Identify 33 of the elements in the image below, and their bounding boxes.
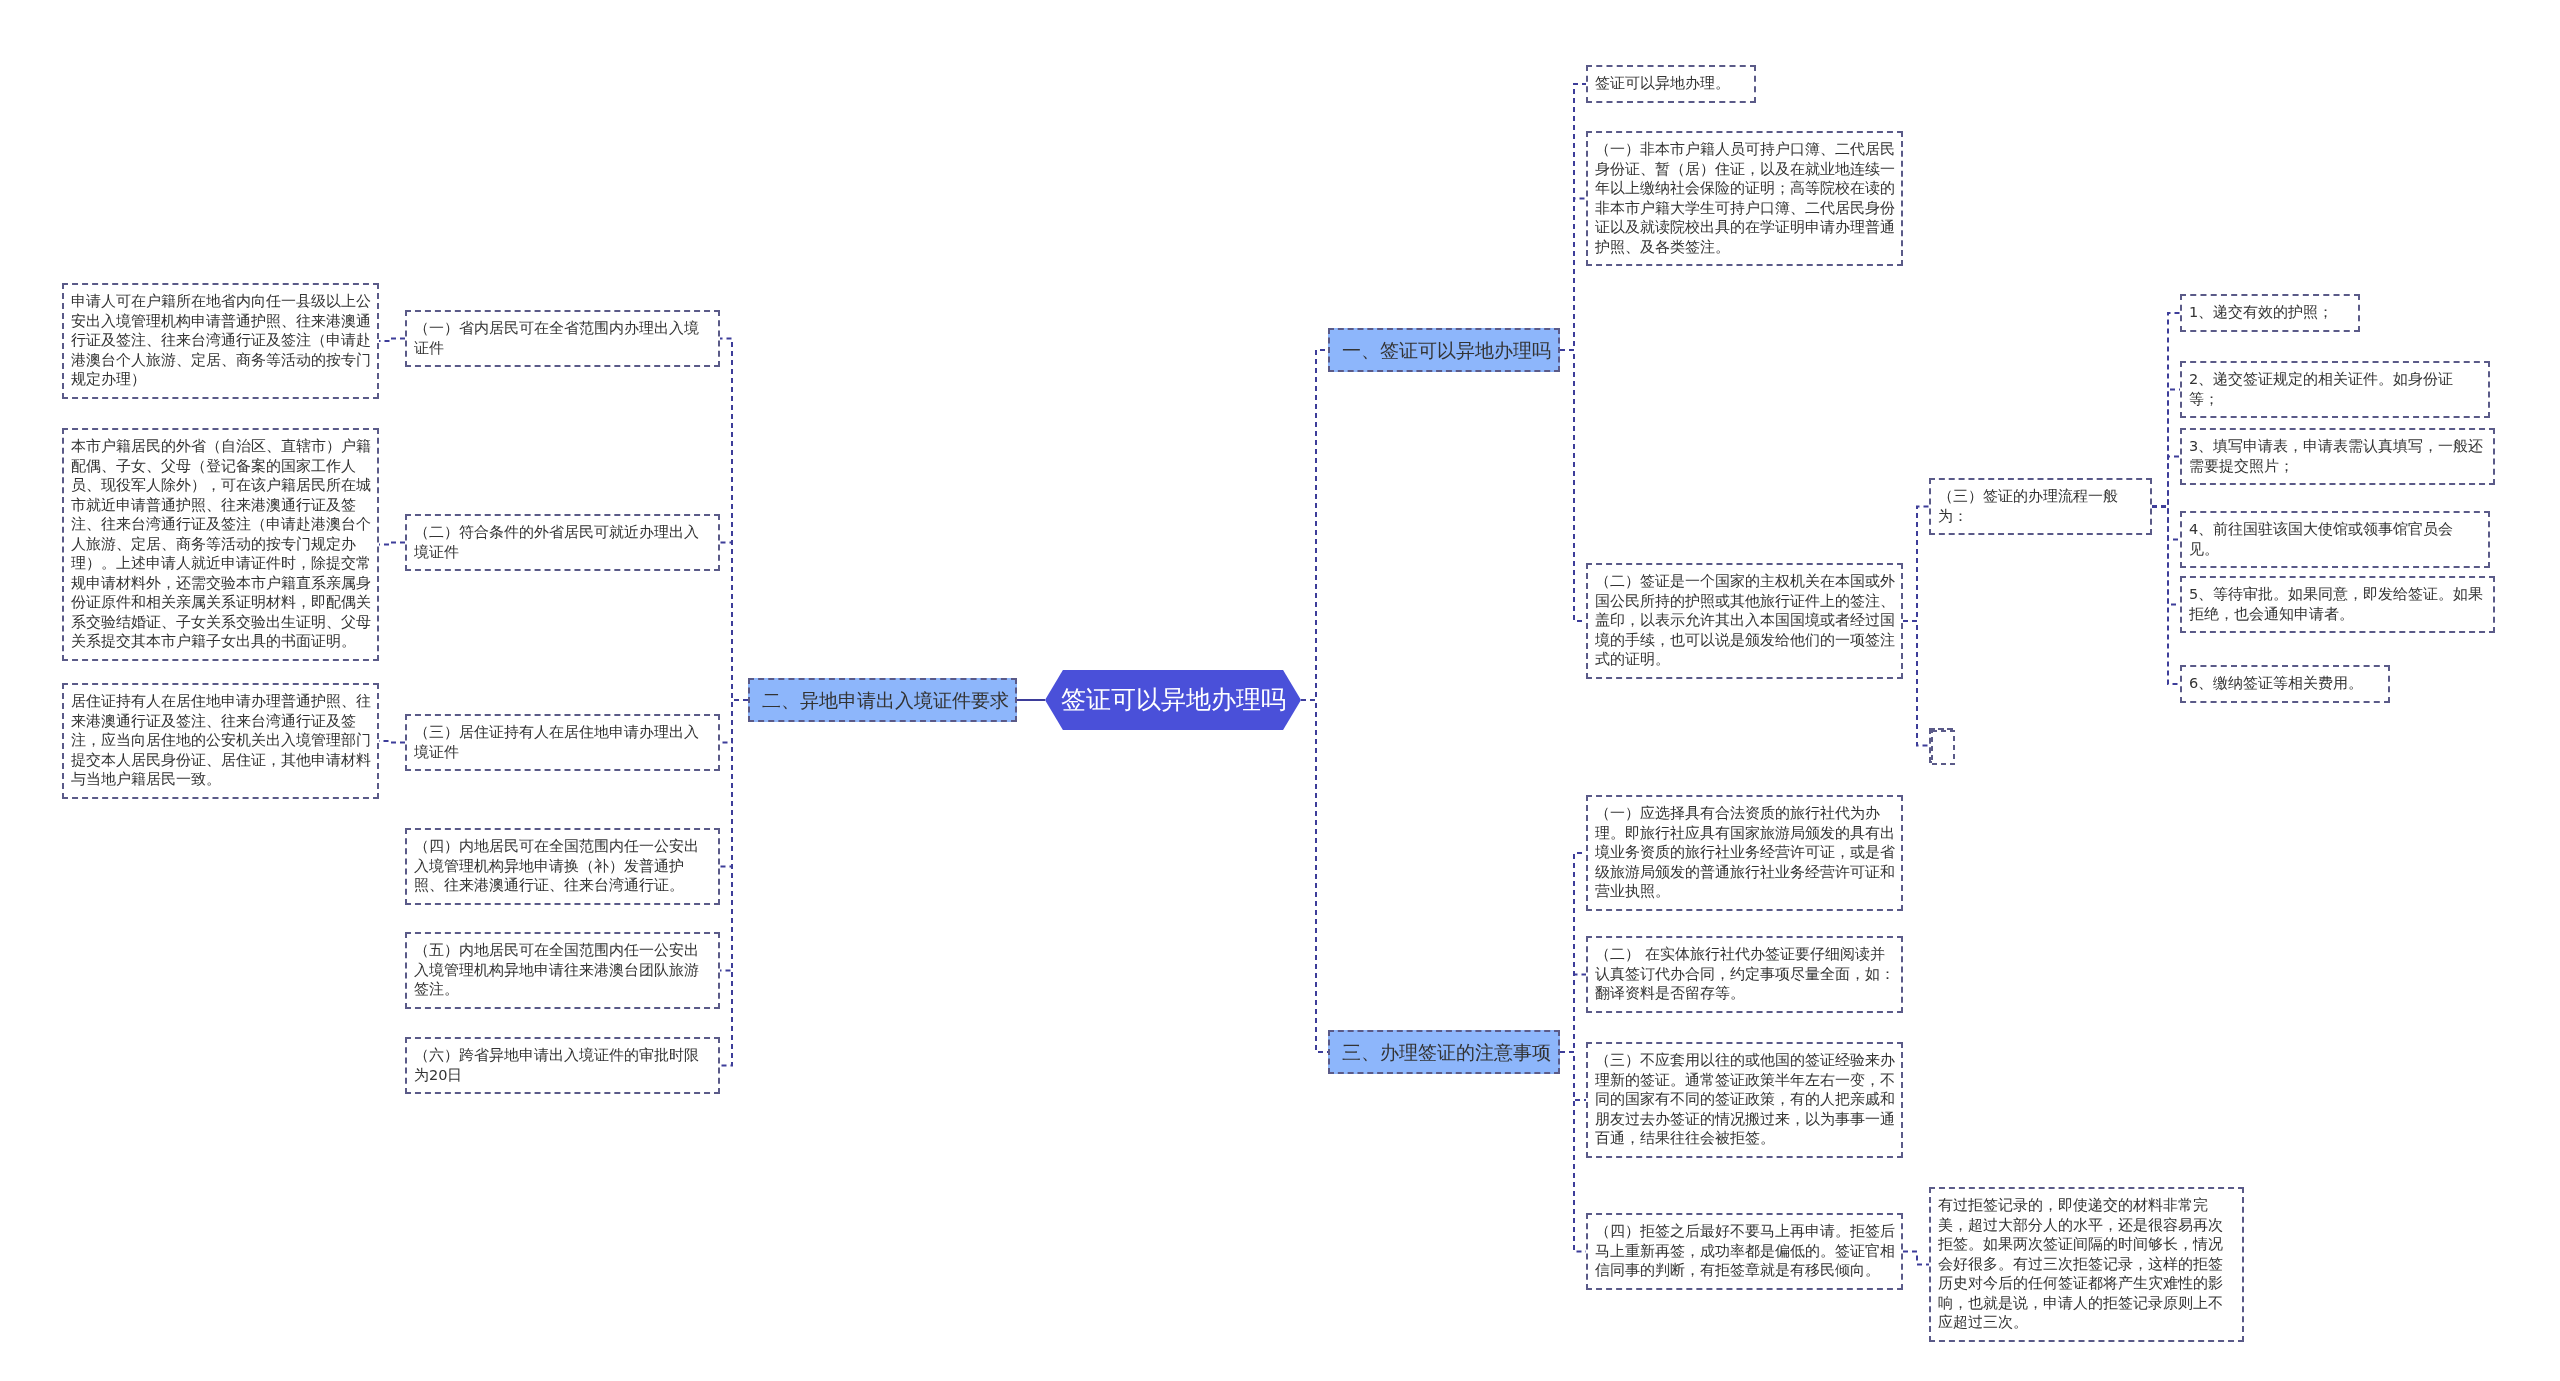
empty-box [1929, 728, 1953, 763]
text-box: 5、等待审批。如果同意，即发给签证。如果拒绝，也会通知申请者。 [2180, 576, 2495, 633]
text-box: （三）不应套用以往的或他国的签证经验来办理新的签证。通常签证政策半年左右一变，不同的国家有不同的签证政策，有的人把亲戚和朋友过去办签证的情况搬过来，以为事事一通百通，结果往往会被拒签。 [1586, 1042, 1903, 1158]
text-box: （一）省内居民可在全省范围内办理出入境证件 [405, 310, 720, 367]
text-box: （二） 在实体旅行社代办签证要仔细阅读并认真签订代办合同，约定事项尽量全面，如：翻译资料是否留存等。 [1586, 936, 1903, 1013]
text-box: 4、前往国驻该国大使馆或领事馆官员会见。 [2180, 511, 2490, 568]
topic-box: 二、异地申请出入境证件要求 [748, 678, 1017, 722]
text-box: 1、递交有效的护照； [2180, 294, 2360, 332]
text-box: （四）拒签之后最好不要马上再申请。拒签后马上重新再签，成功率都是偏低的。签证官相信同事的判断，有拒签章就是有移民倾向。 [1586, 1213, 1903, 1290]
text-box: （五）内地居民可在全国范围内任一公安出入境管理机构异地申请往来港澳台团队旅游签注。 [405, 932, 720, 1009]
topic-box: 三、办理签证的注意事项 [1328, 1030, 1560, 1074]
connector-line [1902, 620, 1930, 747]
connector-line [1902, 1250, 1930, 1266]
text-box: 本市户籍居民的外省（自治区、直辖市）户籍配偶、子女、父母（登记备案的国家工作人员、现役军人除外），可在该户籍居民所在城市就近申请普通护照、往来港澳通行证及签注、往来台湾通行证及签注（申请赴港澳台个人旅游、定居、商务等活动的按专门规定办理）。上述申请人就近申请证件时，除提交常规申请材料外，还需交验本市户籍直系亲属身份证原件和相关亲属关系证明材料，即配偶关系交验结婚证、子女关系交验出生证明、父母关系提交其本市户籍子女出具的书面证明。 [62, 428, 379, 661]
text-box: （二）签证是一个国家的主权机关在本国或外国公民所持的护照或其他旅行证件上的签注、盖印，以表示允许其出入本国国境或者经过国境的手续，也可以说是颁发给他们的一项签注式的证明。 [1586, 563, 1903, 679]
text-box: （三）签证的办理流程一般为： [1929, 478, 2152, 535]
text-box: 有过拒签记录的，即使递交的材料非常完美，超过大部分人的水平，还是很容易再次拒签。如果两次签证间隔的时间够长，情况会好很多。有过三次拒签记录，这样的拒签历史对今后的任何签证都将产生灾难性的影响，也就是说，申请人的拒签记录原则上不应超过三次。 [1929, 1187, 2244, 1342]
connector-line [1016, 699, 1046, 701]
text-box: 3、填写申请表，申请表需认真填写，一般还需要提交照片； [2180, 428, 2495, 485]
text-box: （一）非本市户籍人员可持户口簿、二代居民身份证、暂（居）住证，以及在就业地连续一年以上缴纳社会保险的证明；高等院校在读的非本市户籍大学生可持户口簿、二代居民身份证以及就读院校出具的在学证明申请办理普通护照、及各类签注。 [1586, 131, 1903, 266]
text-box: 签证可以异地办理。 [1586, 65, 1756, 103]
text-box: （一）应选择具有合法资质的旅行社代为办理。即旅行社应具有国家旅游局颁发的具有出境业务资质的旅行社业务经营许可证，或是省级旅游局颁发的普通旅行社业务经营许可证和营业执照。 [1586, 795, 1903, 911]
text-box: 6、缴纳签证等相关费用。 [2180, 665, 2390, 703]
text-box: （三）居住证持有人在居住地申请办理出入境证件 [405, 714, 720, 771]
connector-line [2151, 505, 2181, 685]
text-box: （二）符合条件的外省居民可就近办理出入境证件 [405, 514, 720, 571]
text-box: 居住证持有人在居住地申请办理普通护照、往来港澳通行证及签注、往来台湾通行证及签注，应当向居住地的公安机关出入境管理部门提交本人居民身份证、居住证，其他申请材料与当地户籍居民一致。 [62, 683, 379, 799]
text-box: （六）跨省异地申请出入境证件的审批时限为20日 [405, 1037, 720, 1094]
text-box: 申请人可在户籍所在地省内向任一县级以上公安出入境管理机构申请普通护照、往来港澳通行证及签注、往来台湾通行证及签注（申请赴港澳台个人旅游、定居、商务等活动的按专门规定办理） [62, 283, 379, 399]
text-box: 2、递交签证规定的相关证件。如身份证等； [2180, 361, 2490, 418]
topic-box: 一、签证可以异地办理吗 [1328, 328, 1560, 372]
text-box: （四）内地居民可在全国范围内任一公安出入境管理机构异地申请换（补）发普通护照、往来港澳通行证、往来台湾通行证。 [405, 828, 720, 905]
central-topic: 签证可以异地办理吗 [1045, 670, 1301, 730]
